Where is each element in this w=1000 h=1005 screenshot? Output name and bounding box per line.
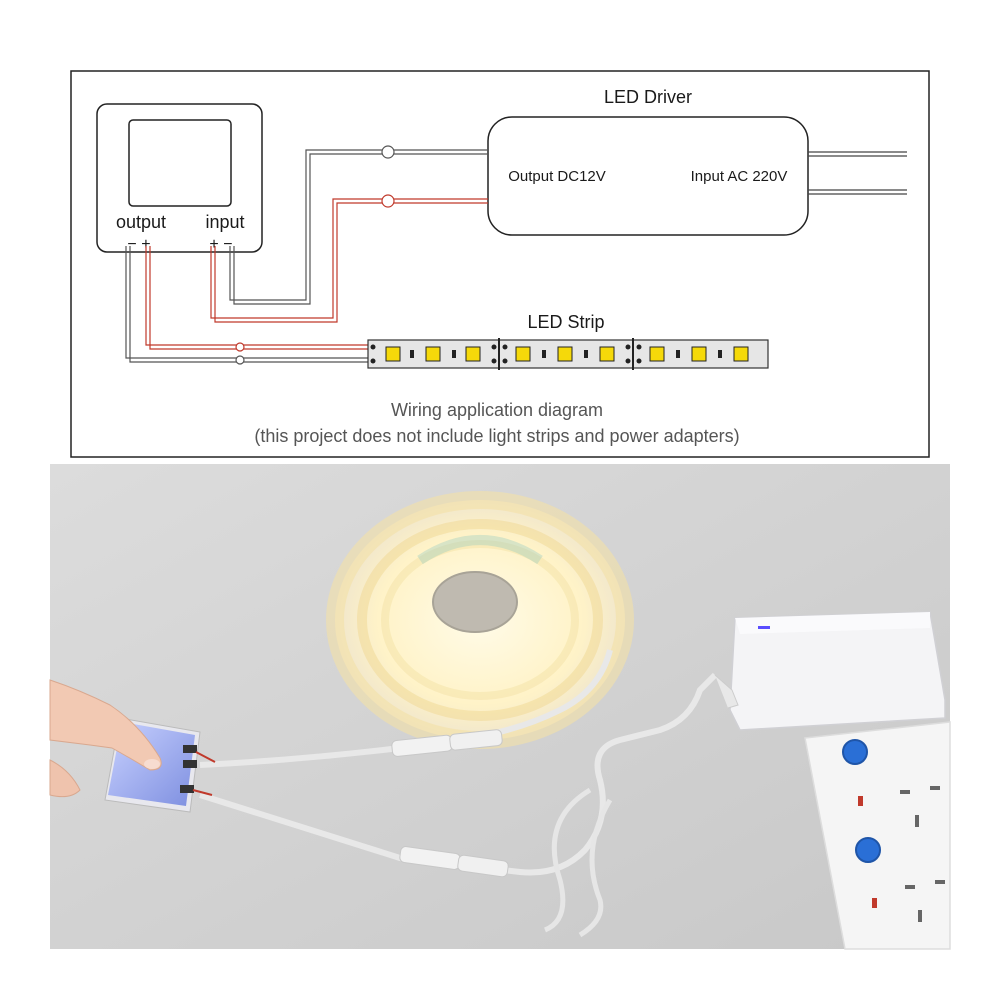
hand <box>49 679 162 798</box>
controller-output-polarity: − + <box>127 236 150 253</box>
adapter-cable <box>199 672 718 876</box>
led-strip <box>367 338 769 370</box>
driver-input-label: Input AC 220V <box>691 168 788 185</box>
ac-input-wires <box>808 151 907 195</box>
driver-box <box>487 116 809 236</box>
strip-title: LED Strip <box>527 312 604 332</box>
positive-input-wire <box>210 194 488 323</box>
power-indicator-light <box>758 626 770 629</box>
controller-output-label: output <box>116 212 166 232</box>
negative-output-wire <box>125 246 368 365</box>
caption-line-1: Wiring application diagram <box>391 400 603 420</box>
dc-connector-top <box>391 729 503 757</box>
controller-touch-panel <box>128 119 232 207</box>
power-adapter <box>714 611 946 731</box>
controller-input-label: input <box>205 212 244 232</box>
driver-output-label: Output DC12V <box>508 168 606 185</box>
product-photo <box>49 464 951 950</box>
negative-input-wire <box>229 145 488 305</box>
controller-box <box>96 103 263 253</box>
caption-line-2: (this project does not include light str… <box>254 426 739 446</box>
wall-socket <box>804 721 951 950</box>
cable-coil <box>543 787 592 933</box>
controller-input-polarity: + − <box>209 236 232 253</box>
positive-output-wire <box>145 246 368 352</box>
led-segment-2 <box>515 346 615 362</box>
led-segment-3 <box>649 346 749 362</box>
socket-switch-1 <box>842 739 868 765</box>
socket-switch-2 <box>855 837 881 863</box>
led-strip-reel <box>326 491 634 749</box>
dc-connector-bottom <box>399 846 509 878</box>
led-segment-1 <box>385 346 481 362</box>
driver-title: LED Driver <box>604 87 692 107</box>
